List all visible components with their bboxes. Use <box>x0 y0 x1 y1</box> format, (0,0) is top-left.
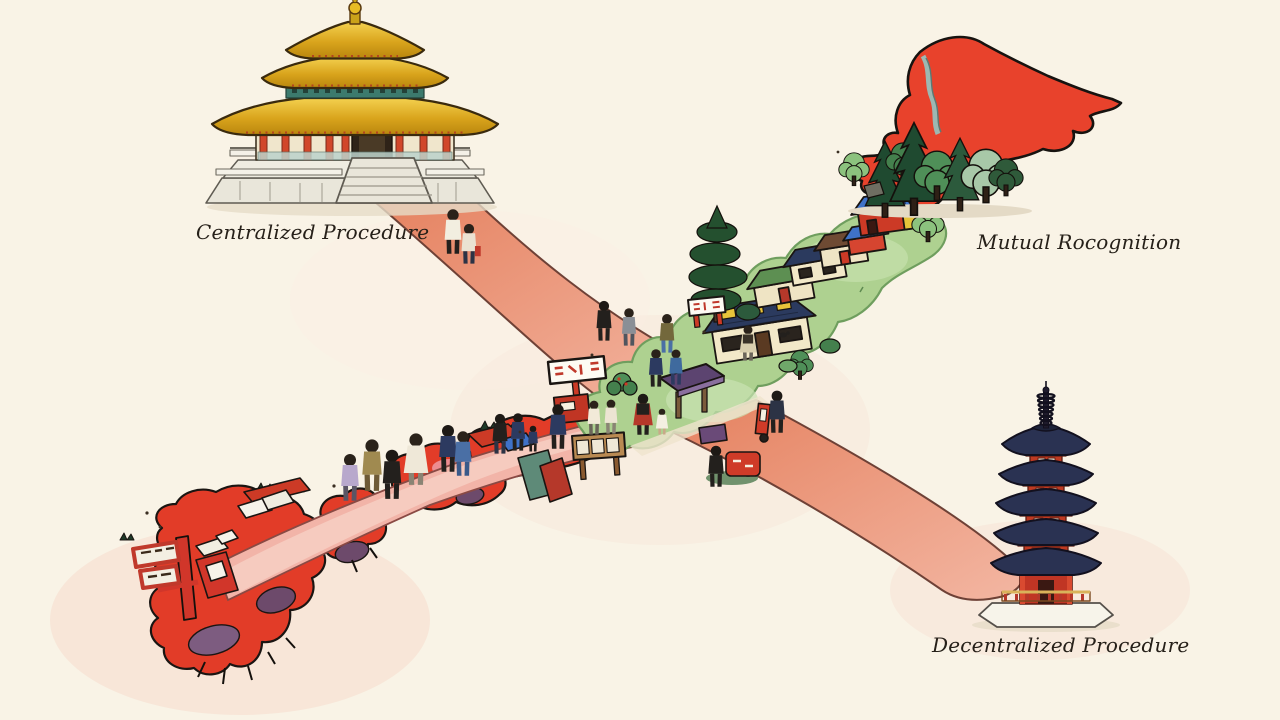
mutual-recognition-label: Mutual Rocognition <box>977 230 1182 254</box>
hokkaido-island-map <box>838 35 1123 218</box>
signpost-plate <box>138 564 181 590</box>
centralized-procedure-label: Centralized Procedure <box>196 220 430 244</box>
crossing-sign <box>546 354 608 425</box>
village-signs <box>546 295 772 485</box>
coast-spikes <box>197 547 378 685</box>
path-pagoda-arm <box>665 398 1023 601</box>
market-props <box>698 402 772 485</box>
decentralized-procedure-label: Decentralized Procedure <box>932 633 1190 657</box>
pagoda-roofs <box>990 425 1102 576</box>
pedestrians <box>341 209 785 501</box>
golden-temple <box>205 0 500 216</box>
hokkaido-forest <box>838 121 1024 218</box>
trailhead-signposts <box>131 535 199 621</box>
notice-stand <box>659 363 725 419</box>
house-sign <box>687 295 727 329</box>
five-story-pagoda <box>972 381 1120 632</box>
ink-specks <box>145 150 840 529</box>
pagoda-spire <box>1031 381 1061 432</box>
flowering-bush <box>606 372 638 396</box>
island-props <box>195 423 573 599</box>
signpost-plate <box>131 540 181 569</box>
